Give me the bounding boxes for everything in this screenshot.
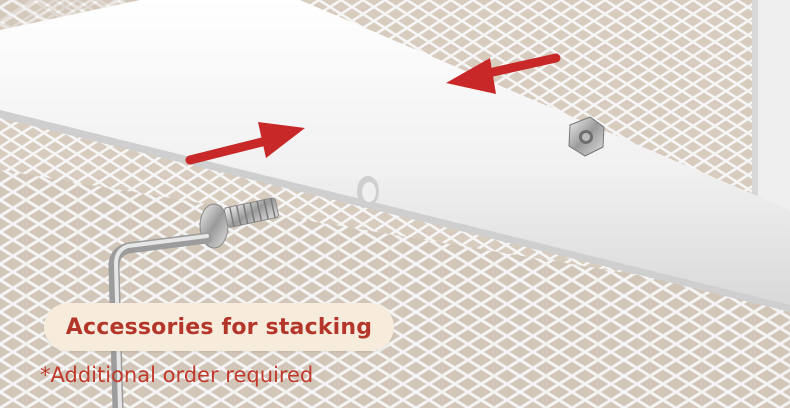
nut-icon (568, 116, 605, 157)
hex-key-icon (108, 232, 213, 408)
caption-badge: Accessories for stacking (44, 303, 394, 351)
caption-title: Accessories for stacking (65, 314, 373, 340)
arrow-left-icon (446, 53, 561, 94)
arrow-right-icon (185, 122, 305, 165)
order-note: *Additional order required (40, 363, 314, 387)
frame-bar (0, 0, 790, 305)
